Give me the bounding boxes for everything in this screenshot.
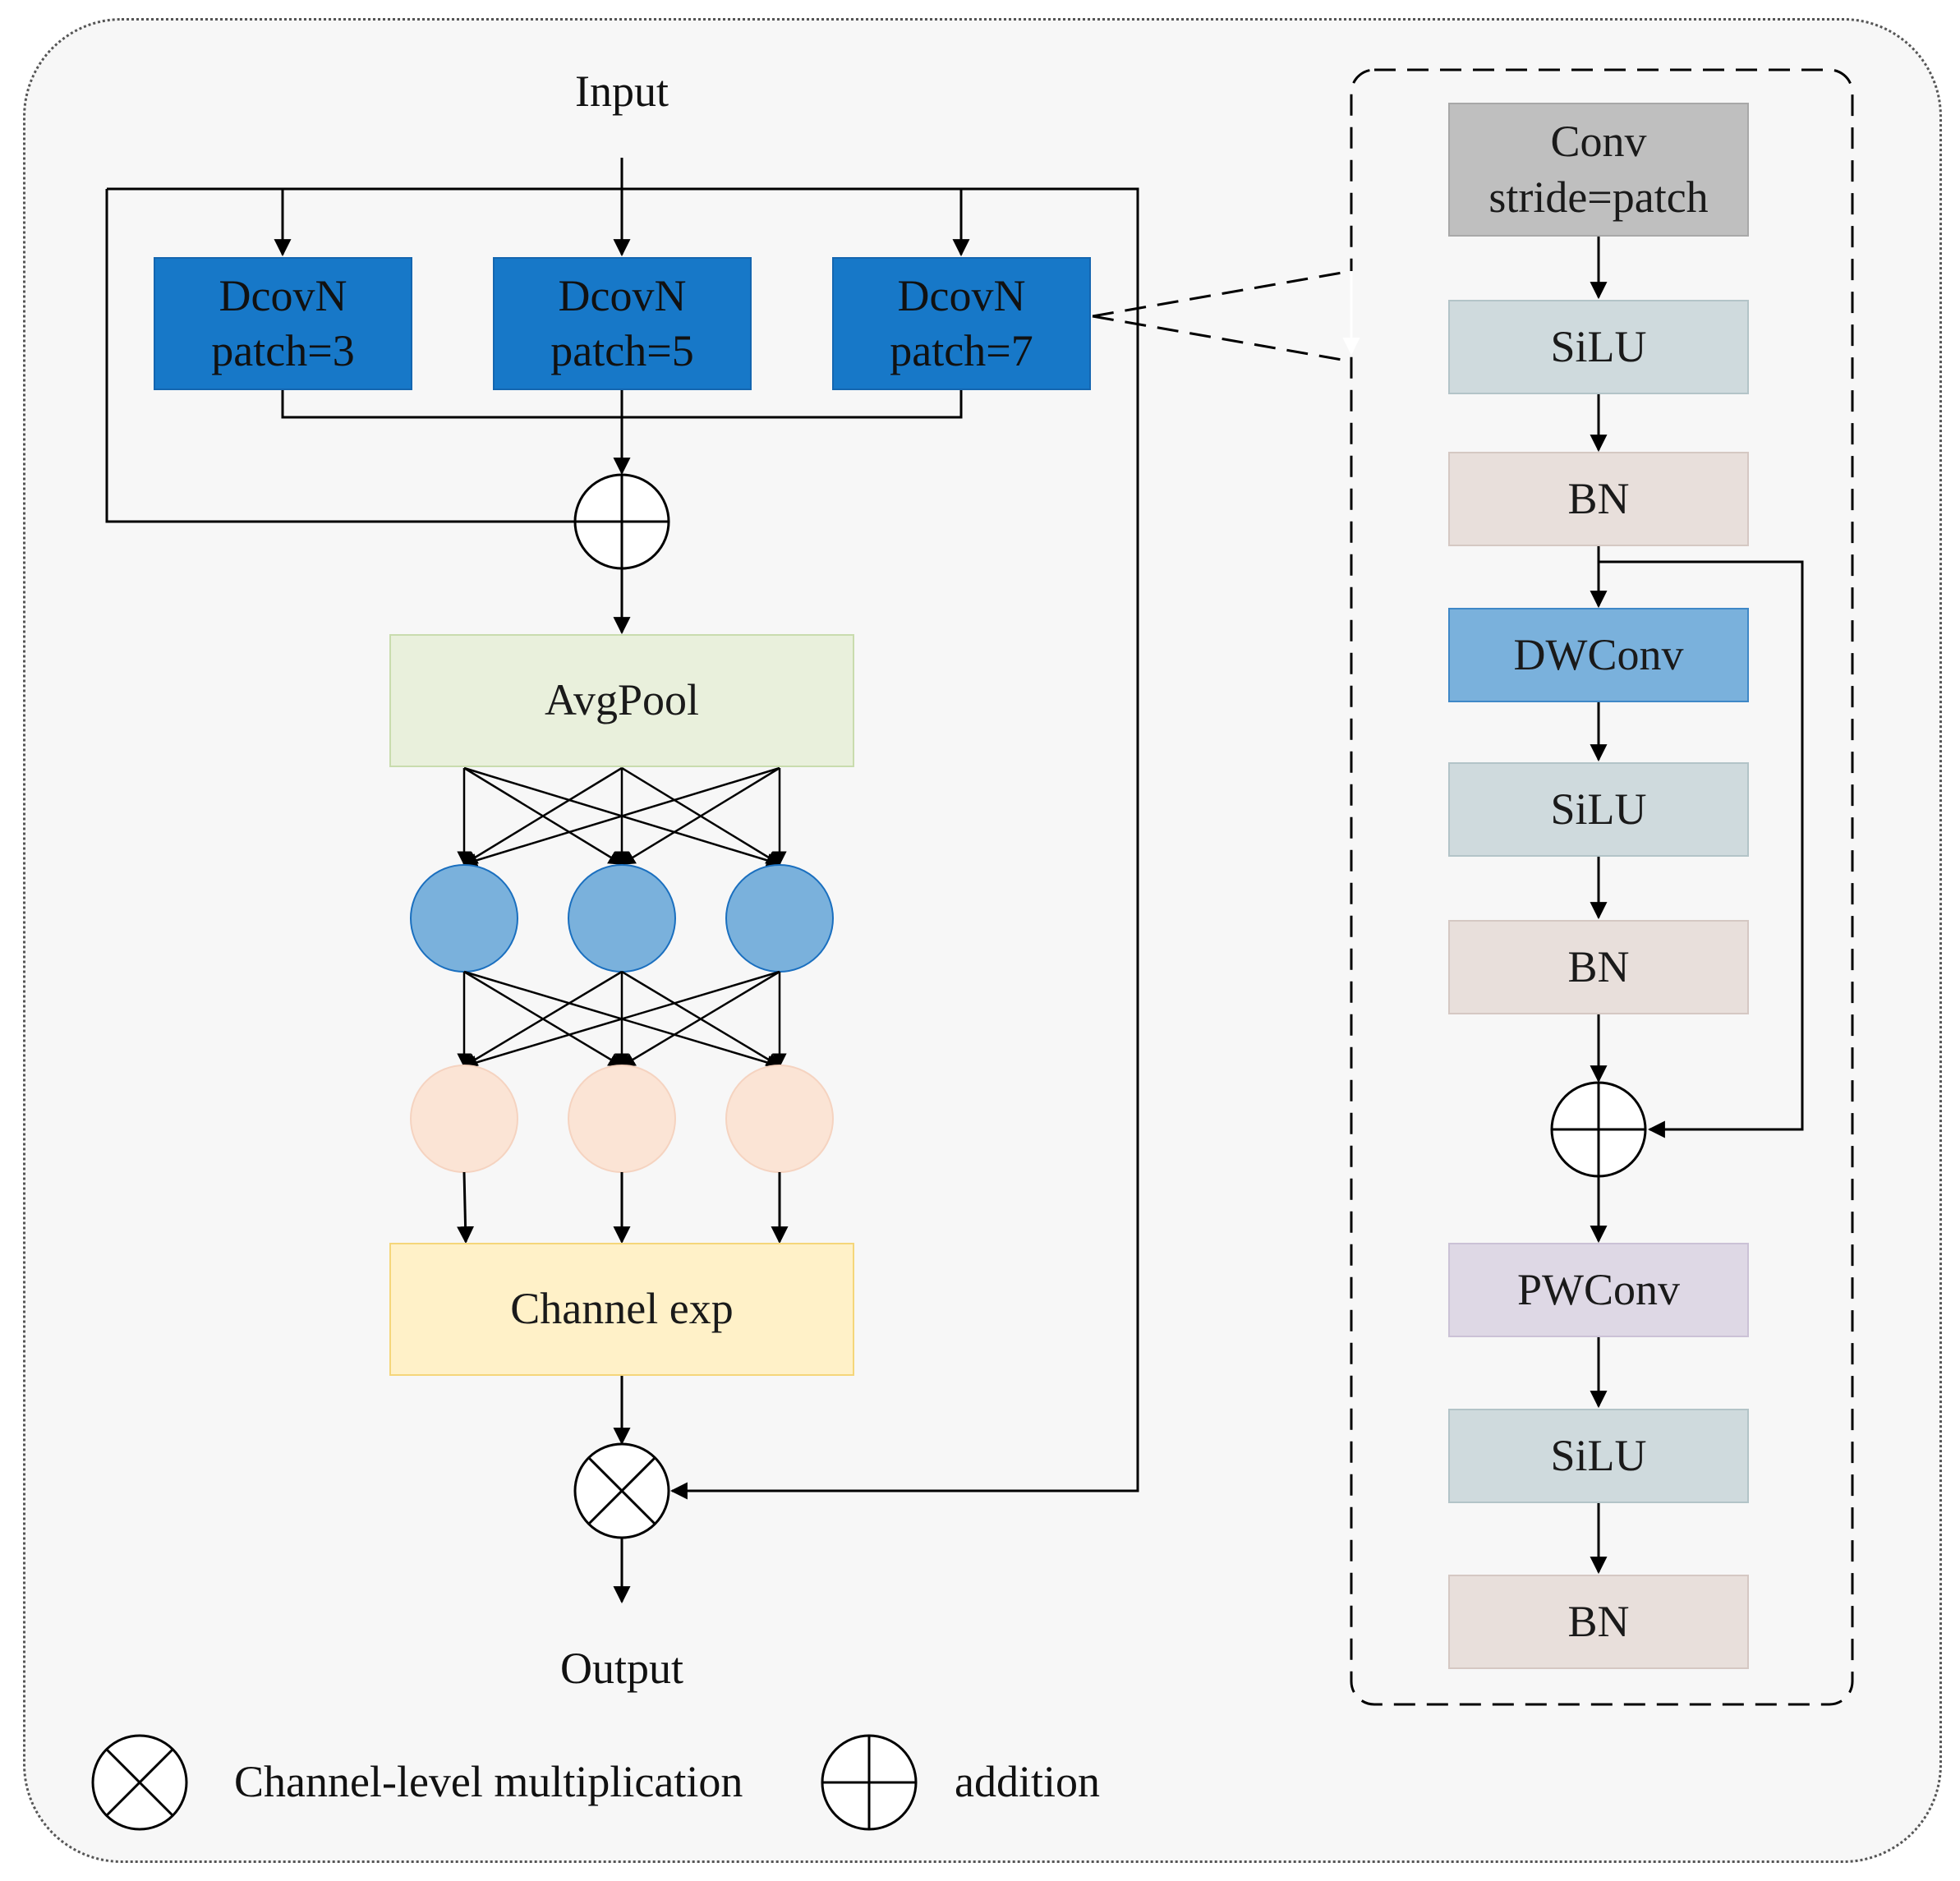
output-node [410, 1065, 518, 1173]
dconv-block-patch-5: DcovN patch=5 [493, 257, 752, 390]
output-label: Output [559, 1644, 684, 1693]
dconv-block-title: DcovN [558, 270, 687, 320]
dconv-block-patch: patch=3 [211, 326, 355, 375]
hidden-nodes [410, 864, 834, 973]
dconv-block-patch-7: DcovN patch=7 [832, 257, 1091, 390]
output-node [725, 1065, 834, 1173]
legend-multiply-icon [91, 1734, 188, 1831]
bn-block-3: BN [1448, 1575, 1749, 1669]
legend-addition-icon [821, 1734, 918, 1831]
silu-label: SiLU [1550, 784, 1647, 834]
nodes-to-channel-exp-arrows [457, 1171, 789, 1244]
avgpool-label: AvgPool [544, 675, 700, 725]
dwconv-label: DWConv [1513, 629, 1684, 679]
channel-exp-label: Channel exp [510, 1284, 734, 1334]
conv-stride: stride=patch [1488, 172, 1709, 222]
main-addition-node [573, 473, 670, 570]
pwconv-block: PWConv [1448, 1243, 1749, 1337]
input-arrows [274, 158, 970, 257]
multiply-node [573, 1442, 670, 1539]
output-nodes [410, 1065, 834, 1173]
bn-label: BN [1567, 941, 1630, 991]
fc-layer-2-edges [457, 970, 787, 1069]
detail-addition-node [1550, 1081, 1647, 1178]
dconv-block-patch: patch=5 [550, 326, 694, 375]
legend-multiplication-label: Channel-level multiplication [234, 1757, 743, 1806]
hidden-node [725, 864, 834, 973]
channel-exp-block: Channel exp [389, 1243, 854, 1376]
bn-label: BN [1567, 1596, 1630, 1646]
pwconv-label: PWConv [1516, 1264, 1681, 1314]
fc-layer-1-edges [457, 766, 787, 867]
conv-stride-block: Conv stride=patch [1448, 103, 1749, 237]
dconv-block-title: DcovN [897, 270, 1026, 320]
bn-block-1: BN [1448, 452, 1749, 546]
dconv-block-patch: patch=7 [890, 326, 1033, 375]
bn-label: BN [1567, 473, 1630, 523]
avgpool-block: AvgPool [389, 634, 854, 767]
silu-label: SiLU [1550, 321, 1647, 371]
input-label: Input [575, 67, 669, 116]
dconv-block-patch-3: DcovN patch=3 [154, 257, 412, 390]
detail-residual-skip [1599, 560, 1804, 1138]
silu-block-3: SiLU [1448, 1409, 1749, 1503]
silu-block-1: SiLU [1448, 300, 1749, 394]
output-node [568, 1065, 676, 1173]
dconv-merge-lines [281, 390, 963, 476]
silu-label: SiLU [1550, 1430, 1647, 1480]
dconv-block-title: DcovN [219, 270, 347, 320]
legend-addition-label: addition [955, 1757, 1100, 1806]
bn-block-2: BN [1448, 920, 1749, 1014]
hidden-node [568, 864, 676, 973]
conv-title: Conv [1550, 117, 1647, 166]
dwconv-block: DWConv [1448, 608, 1749, 702]
zoom-indicator-lines [1092, 269, 1352, 363]
silu-block-2: SiLU [1448, 762, 1749, 857]
hidden-node [410, 864, 518, 973]
detail-panel-border [1350, 68, 1854, 1706]
